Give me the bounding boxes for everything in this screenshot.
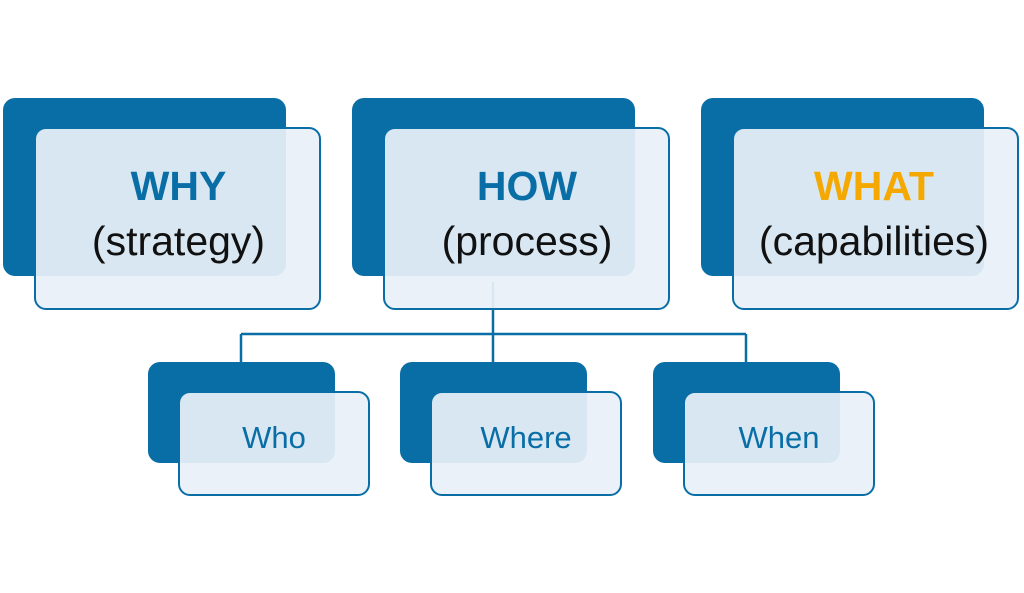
why-card-panel: [34, 127, 321, 310]
where-card: Where: [400, 362, 622, 496]
how-subtitle: (process): [441, 218, 613, 265]
when-card-panel: [683, 391, 875, 496]
how-card-text: HOW (process): [404, 162, 650, 266]
when-card-label-wrap: When: [683, 419, 875, 456]
how-heading: HOW: [476, 163, 578, 209]
what-card: WHAT (capabilities): [701, 98, 1019, 310]
when-label: When: [738, 420, 820, 455]
why-heading: WHY: [130, 163, 227, 209]
where-card-panel: [430, 391, 622, 496]
who-card: Who: [148, 362, 370, 496]
who-card-panel: [178, 391, 370, 496]
where-card-label-wrap: Where: [430, 419, 622, 456]
what-card-text: WHAT (capabilities): [739, 162, 1009, 266]
who-label: Who: [242, 420, 306, 455]
what-subtitle: (capabilities): [758, 218, 990, 265]
why-subtitle: (strategy): [91, 218, 266, 265]
why-card-text: WHY (strategy): [69, 162, 288, 266]
why-card: WHY (strategy): [3, 98, 321, 310]
how-card: HOW (process): [352, 98, 670, 310]
what-card-panel: [732, 127, 1019, 310]
what-heading: WHAT: [814, 163, 934, 209]
who-card-label-wrap: Who: [178, 419, 370, 456]
how-card-panel: [383, 127, 670, 310]
when-card: When: [653, 362, 875, 496]
where-label: Where: [480, 420, 572, 455]
